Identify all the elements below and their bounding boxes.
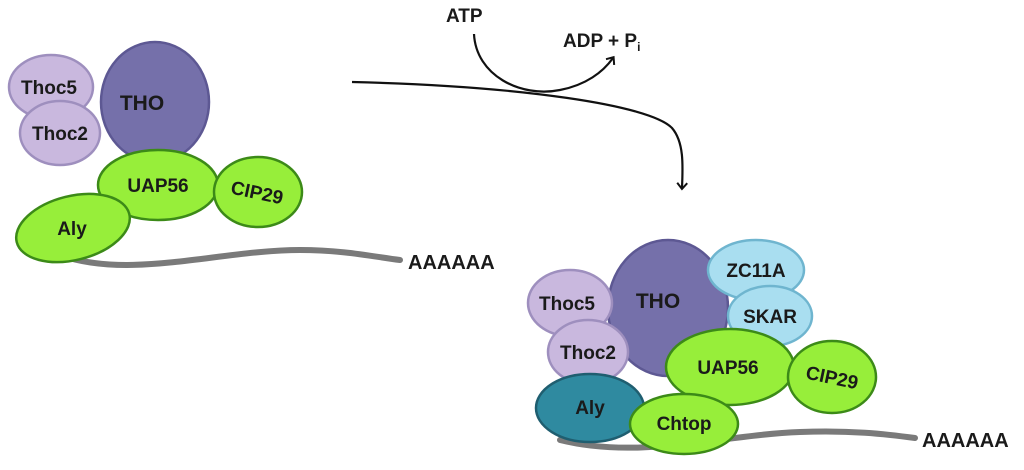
right-thoc2-label: Thoc2 [560, 343, 616, 364]
adp-pi-label: ADP + Pi [563, 31, 640, 54]
atp-hydrolysis-arrow [472, 33, 616, 93]
right-uap56-label: UAP56 [697, 358, 758, 379]
right-complex: THO ZC11A SKAR Thoc5 Thoc2 UAP56 CIP29 A… [526, 238, 1009, 456]
main-reaction-arrow [351, 80, 688, 191]
right-chtop-label: Chtop [657, 414, 712, 435]
right-polya-label: AAAAAA [922, 430, 1009, 452]
right-chtop-protein [628, 392, 740, 456]
left-polya-label: AAAAAA [408, 252, 495, 274]
right-thoc5-label: Thoc5 [539, 294, 595, 315]
right-tho-label: THO [636, 290, 680, 313]
right-zc11a-label: ZC11A [726, 261, 785, 282]
left-thoc2-protein [18, 99, 102, 167]
left-uap56-label: UAP56 [127, 176, 188, 197]
left-aly-protein [14, 192, 132, 264]
left-tho-label: THO [120, 92, 164, 115]
left-thoc2-label: Thoc2 [32, 124, 88, 145]
left-complex: THO Thoc5 Thoc2 UAP56 CIP29 Aly AAAAAA [7, 40, 495, 274]
left-cip29-protein [212, 155, 304, 229]
atp-label: ATP [446, 6, 483, 27]
left-aly-label: Aly [57, 219, 87, 240]
left-thoc5-label: Thoc5 [21, 78, 77, 99]
right-mrna-strand [557, 428, 918, 451]
left-mrna-strand [57, 246, 403, 268]
right-aly-label: Aly [575, 398, 605, 419]
right-cip29-protein [786, 339, 878, 415]
right-skar-label: SKAR [743, 307, 797, 328]
